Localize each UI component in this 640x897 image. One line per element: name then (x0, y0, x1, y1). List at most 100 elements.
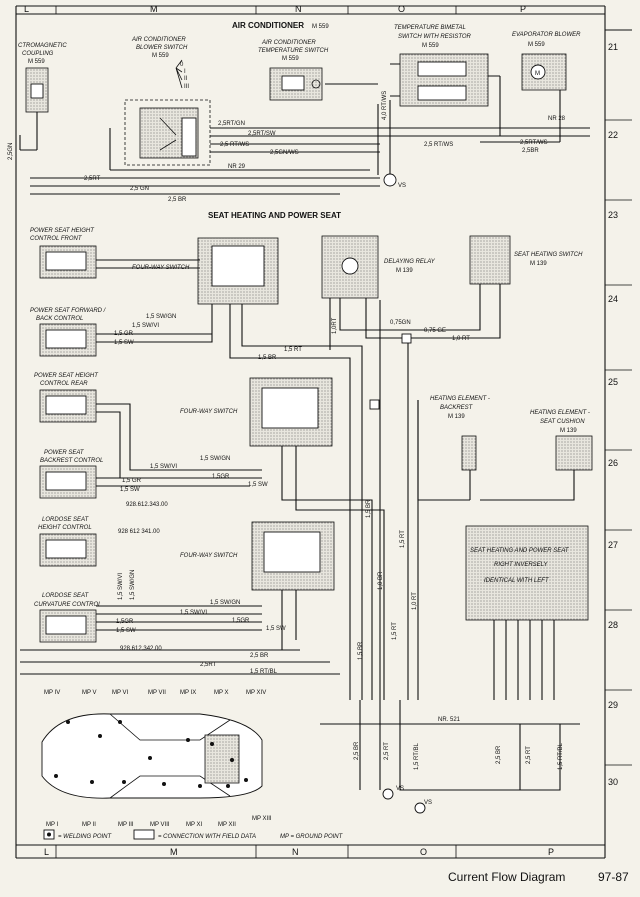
svg-text:III: III (184, 84, 189, 90)
col-n-top: N (295, 4, 302, 14)
svg-text:MP I: MP I (46, 822, 59, 828)
svg-text:1,5 RT: 1,5 RT (400, 530, 406, 548)
row-labels: 21 22 23 24 25 26 27 28 29 30 (605, 42, 632, 787)
row-29: 29 (608, 700, 618, 710)
svg-text:1,5 SW: 1,5 SW (116, 628, 136, 634)
svg-text:1,5 RT/BL: 1,5 RT/BL (558, 742, 564, 770)
svg-text:1,0RT: 1,0RT (332, 317, 338, 334)
svg-text:MP V: MP V (82, 690, 97, 696)
svg-text:2,5 RT/WS: 2,5 RT/WS (424, 142, 453, 148)
column-labels: L M N O P L M N O P (24, 4, 554, 858)
row-26: 26 (608, 458, 618, 468)
svg-text:1,5 RT/BL: 1,5 RT/BL (414, 742, 420, 770)
seat-section-title: SEAT HEATING AND POWER SEAT (208, 211, 341, 220)
ac-section-title: AIR CONDITIONER (232, 21, 304, 30)
col-m-bottom: M (170, 847, 178, 857)
svg-text:1,5 SW/VI: 1,5 SW/VI (150, 464, 177, 470)
svg-text:POWER SEAT FORWARD /: POWER SEAT FORWARD / (30, 308, 107, 314)
svg-text:MP III: MP III (118, 822, 134, 828)
seat-wiring (20, 259, 580, 814)
row-21: 21 (608, 42, 618, 52)
svg-text:SEAT CUSHION: SEAT CUSHION (540, 419, 585, 425)
svg-text:BACKREST: BACKREST (440, 405, 474, 411)
svg-text:1,5 SW/GN: 1,5 SW/GN (200, 456, 230, 462)
svg-text:FOUR-WAY SWITCH: FOUR-WAY SWITCH (180, 409, 238, 415)
svg-text:SWITCH WITH RESISTOR: SWITCH WITH RESISTOR (398, 34, 472, 40)
col-n-bottom: N (292, 847, 299, 857)
svg-text:= CONNECTION WITH FIELD DATA: = CONNECTION WITH FIELD DATA (158, 834, 256, 840)
seat-heat-switch-component (469, 235, 511, 285)
svg-text:POWER SEAT: POWER SEAT (44, 450, 85, 456)
svg-text:MP II: MP II (82, 822, 96, 828)
svg-text:NR 29: NR 29 (228, 164, 246, 170)
svg-text:TEMPERATURE SWITCH: TEMPERATURE SWITCH (258, 48, 329, 54)
svg-text:BACK CONTROL: BACK CONTROL (36, 316, 83, 322)
row-25: 25 (608, 377, 618, 387)
svg-text:4,0 RT/WS: 4,0 RT/WS (382, 91, 388, 120)
svg-text:1,5 SW: 1,5 SW (248, 482, 268, 488)
svg-text:CONTROL REAR: CONTROL REAR (40, 381, 88, 387)
heat-backrest-component (461, 435, 477, 471)
svg-text:SEAT HEATING AND POWER SEAT: SEAT HEATING AND POWER SEAT (470, 548, 570, 554)
ac-wiring (30, 76, 590, 195)
svg-text:M 139: M 139 (560, 428, 577, 434)
car-ground-diagram (41, 713, 263, 799)
svg-text:1,5 RT/BL: 1,5 RT/BL (250, 669, 278, 675)
svg-text:VS: VS (398, 183, 406, 189)
col-o-top: O (398, 4, 405, 14)
svg-text:1,5 RT: 1,5 RT (392, 622, 398, 640)
svg-text:1,5 BR: 1,5 BR (258, 355, 277, 361)
svg-text:= WELDING POINT: = WELDING POINT (58, 834, 113, 840)
row-22: 22 (608, 130, 618, 140)
svg-text:2,5 GN: 2,5 GN (130, 186, 149, 192)
svg-text:1,5 SW/GN: 1,5 SW/GN (210, 600, 240, 606)
footer-title: Current Flow Diagram (448, 870, 566, 884)
svg-text:2,5RT: 2,5RT (84, 176, 101, 182)
svg-text:FOUR-WAY SWITCH: FOUR-WAY SWITCH (180, 553, 238, 559)
row-28: 28 (608, 620, 618, 630)
svg-text:MP VIII: MP VIII (150, 822, 170, 828)
svg-text:2,5GN: 2,5GN (8, 143, 14, 160)
heat-cushion-component (555, 435, 593, 471)
svg-text:MP XIV: MP XIV (246, 690, 266, 696)
svg-text:2,5 BR: 2,5 BR (168, 197, 187, 203)
svg-text:BACKREST CONTROL: BACKREST CONTROL (40, 458, 103, 464)
em-coupling-label: CTROMAGNETIC (18, 43, 67, 49)
svg-text:2,5 BR: 2,5 BR (496, 745, 502, 764)
svg-text:II: II (184, 76, 188, 82)
row-30: 30 (608, 777, 618, 787)
svg-text:1,5 SW: 1,5 SW (120, 487, 140, 493)
svg-text:M 559: M 559 (28, 59, 45, 65)
svg-text:1,5GR: 1,5GR (116, 619, 134, 625)
svg-text:2,5 BR: 2,5 BR (354, 741, 360, 760)
svg-text:NR. 521: NR. 521 (438, 717, 461, 723)
svg-text:M 559: M 559 (528, 42, 545, 48)
svg-text:MP X: MP X (214, 690, 229, 696)
svg-text:HEIGHT CONTROL: HEIGHT CONTROL (38, 525, 92, 531)
svg-text:2,5BR: 2,5BR (522, 148, 539, 154)
svg-text:M 559: M 559 (422, 43, 439, 49)
col-p-top: P (520, 4, 526, 14)
svg-text:MP IX: MP IX (180, 690, 196, 696)
svg-text:MP XI: MP XI (186, 822, 203, 828)
svg-text:1,0 RT: 1,0 RT (452, 336, 470, 342)
svg-text:HEATING ELEMENT -: HEATING ELEMENT - (430, 396, 490, 402)
svg-text:2,5 RT/WS: 2,5 RT/WS (220, 142, 249, 148)
svg-text:2,5RT: 2,5RT (200, 662, 217, 668)
svg-text:1,5 SW/GN: 1,5 SW/GN (146, 314, 176, 320)
svg-text:1,5 GR: 1,5 GR (122, 478, 142, 484)
svg-text:2,5RT/SW: 2,5RT/SW (248, 131, 276, 137)
right-inverse-box (465, 525, 589, 621)
svg-text:LORDOSE SEAT: LORDOSE SEAT (42, 517, 90, 523)
svg-text:VS: VS (396, 786, 404, 792)
svg-text:RIGHT INVERSELY: RIGHT INVERSELY (494, 562, 548, 568)
svg-text:1,5 SW: 1,5 SW (266, 626, 286, 632)
svg-text:IDENTICAL WITH LEFT: IDENTICAL WITH LEFT (484, 578, 550, 584)
ac-section-model: M 559 (312, 24, 329, 30)
svg-text:I: I (184, 69, 186, 75)
svg-text:2,5RT/GN: 2,5RT/GN (218, 121, 245, 127)
svg-text:DELAYING RELAY: DELAYING RELAY (384, 259, 436, 265)
svg-text:VS: VS (424, 800, 432, 806)
svg-text:POWER SEAT HEIGHT: POWER SEAT HEIGHT (30, 228, 95, 234)
